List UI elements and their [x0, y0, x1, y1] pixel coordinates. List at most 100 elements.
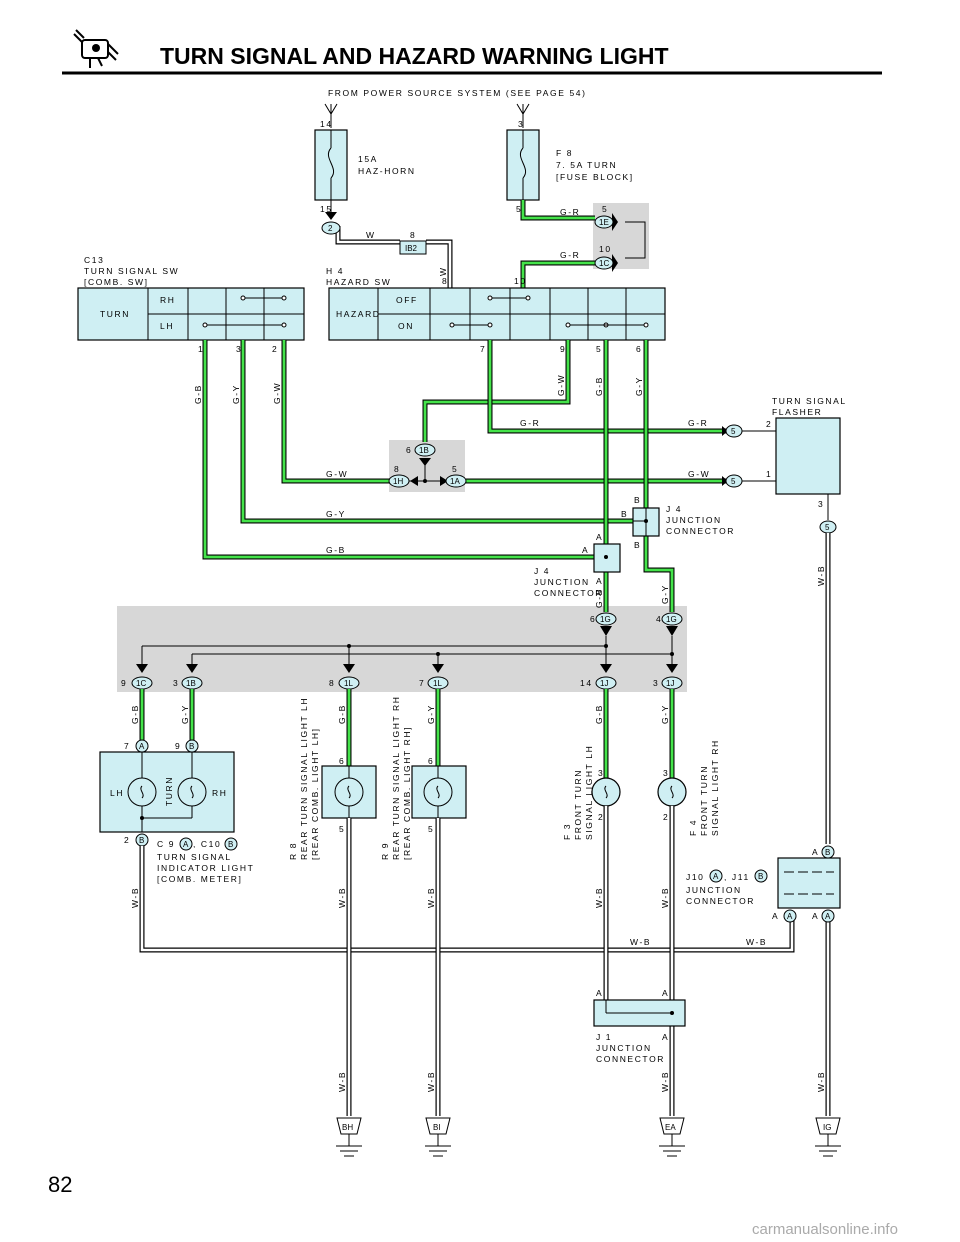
svg-text:[COMB. SW]: [COMB. SW] — [84, 277, 149, 287]
svg-text:FRONT TURN: FRONT TURN — [699, 765, 709, 836]
svg-text:ON: ON — [398, 321, 414, 331]
wire-g-b-turn: G-B G-B — [193, 340, 605, 560]
svg-text:W-B: W-B — [426, 887, 436, 908]
svg-text:CONNECTOR: CONNECTOR — [666, 526, 735, 536]
svg-text:2: 2 — [598, 812, 604, 822]
svg-text:8: 8 — [394, 464, 400, 474]
page-title: TURN SIGNAL AND HAZARD WARNING LIGHT — [160, 43, 669, 69]
connector-1l-b: 1L 7 — [419, 676, 449, 690]
svg-text:1: 1 — [766, 469, 772, 479]
svg-text:1H: 1H — [393, 477, 403, 486]
svg-text:B: B — [228, 840, 233, 849]
connector-1e: 1E 5 — [594, 204, 618, 231]
svg-text:7: 7 — [124, 741, 130, 751]
svg-text:W-B: W-B — [426, 1071, 436, 1092]
svg-text:W-B: W-B — [337, 887, 347, 908]
svg-text:A: A — [812, 847, 819, 857]
svg-text:5: 5 — [596, 344, 602, 354]
svg-text:F 8: F 8 — [556, 148, 573, 158]
connector-1a: 1A 5 — [445, 464, 467, 488]
svg-text:2: 2 — [663, 812, 669, 822]
svg-text:[FUSE BLOCK]: [FUSE BLOCK] — [556, 172, 634, 182]
svg-text:6: 6 — [339, 756, 345, 766]
svg-text:INDICATOR LIGHT: INDICATOR LIGHT — [157, 863, 254, 873]
svg-text:9: 9 — [175, 741, 181, 751]
svg-text:W: W — [366, 230, 376, 240]
svg-text:W-B: W-B — [816, 565, 826, 586]
svg-text:B: B — [825, 848, 830, 857]
svg-text:5: 5 — [428, 824, 434, 834]
svg-text:8: 8 — [442, 276, 448, 286]
svg-text:W: W — [438, 266, 448, 276]
svg-text:[COMB. METER]: [COMB. METER] — [157, 874, 243, 884]
svg-text:B: B — [758, 872, 763, 881]
svg-text:CONNECTOR: CONNECTOR — [596, 1054, 665, 1064]
svg-text:G-Y: G-Y — [326, 509, 346, 519]
wire-g-r-fuse: G-R G-R — [520, 200, 646, 288]
svg-text:3: 3 — [818, 499, 824, 509]
svg-text:C13: C13 — [84, 255, 104, 265]
svg-text:A: A — [183, 840, 189, 849]
svg-text:JUNCTION: JUNCTION — [534, 577, 590, 587]
svg-text:A: A — [825, 912, 831, 921]
svg-text:, C10: , C10 — [193, 839, 221, 849]
svg-text:RH: RH — [212, 788, 227, 798]
svg-text:CONNECTOR: CONNECTOR — [534, 588, 603, 598]
svg-text:REAR TURN SIGNAL LIGHT LH: REAR TURN SIGNAL LIGHT LH — [299, 697, 309, 860]
wire-g-y-hazard: G-Y G-Y — [634, 340, 675, 612]
svg-text:3: 3 — [598, 768, 604, 778]
svg-text:2: 2 — [328, 224, 333, 233]
svg-text:G-B: G-B — [594, 376, 604, 396]
svg-text:A: A — [812, 911, 819, 921]
svg-text:TURN: TURN — [164, 776, 174, 806]
svg-text:G-Y: G-Y — [231, 384, 241, 404]
svg-text:7. 5A TURN: 7. 5A TURN — [556, 160, 617, 170]
fuse-haz-horn: 14 15 15A HAZ-HORN — [314, 119, 414, 214]
svg-text:15: 15 — [320, 204, 333, 214]
svg-text:1: 1 — [198, 344, 204, 354]
svg-text:A: A — [582, 545, 589, 555]
svg-text:REAR TURN SIGNAL LIGHT RH: REAR TURN SIGNAL LIGHT RH — [391, 695, 401, 860]
connector-1g-b: 1G 4 — [656, 612, 683, 636]
svg-text:1J: 1J — [666, 679, 674, 688]
svg-text:5: 5 — [825, 523, 830, 532]
svg-text:6: 6 — [590, 614, 596, 624]
connector-1c-bot: 1C 9 — [121, 676, 153, 690]
j4-lower: A A A J 4 JUNCTION CONNECTOR — [534, 532, 621, 598]
svg-text:IB2: IB2 — [405, 244, 418, 253]
svg-text:A: A — [596, 988, 603, 998]
svg-text:3: 3 — [653, 678, 659, 688]
svg-text:3: 3 — [518, 119, 524, 129]
svg-text:OFF: OFF — [396, 295, 418, 305]
svg-text:1C: 1C — [599, 259, 609, 268]
svg-text:JUNCTION: JUNCTION — [596, 1043, 652, 1053]
header-icon — [73, 29, 119, 68]
svg-text:, J11: , J11 — [724, 872, 750, 882]
svg-text:G-Y: G-Y — [634, 376, 644, 396]
svg-text:B: B — [139, 836, 144, 845]
svg-text:HAZARD SW: HAZARD SW — [326, 277, 391, 287]
connector-1h: 1H 8 — [388, 464, 448, 488]
svg-text:3: 3 — [663, 768, 669, 778]
svg-text:LH: LH — [110, 788, 124, 798]
svg-text:JUNCTION: JUNCTION — [686, 885, 742, 895]
svg-text:3: 3 — [173, 678, 179, 688]
svg-text:9: 9 — [121, 678, 127, 688]
svg-text:10: 10 — [514, 276, 527, 286]
svg-text:B: B — [634, 540, 641, 550]
svg-text:G-R: G-R — [560, 207, 580, 217]
svg-text:6: 6 — [406, 445, 412, 455]
svg-text:J10: J10 — [686, 872, 705, 882]
page-number: 82 — [48, 1172, 72, 1197]
svg-text:W-B: W-B — [660, 1071, 670, 1092]
svg-text:A: A — [787, 912, 793, 921]
svg-text:8: 8 — [329, 678, 335, 688]
svg-text:G-W: G-W — [688, 469, 710, 479]
wires-to-lamps: G-B G-Y G-B G-Y G-B G-Y — [130, 689, 675, 778]
svg-text:BH: BH — [342, 1123, 353, 1132]
svg-text:G-W: G-W — [326, 469, 348, 479]
svg-text:A: A — [662, 988, 669, 998]
svg-text:EA: EA — [665, 1123, 676, 1132]
svg-text:[REAR COMB. LIGHT LH]: [REAR COMB. LIGHT LH] — [310, 727, 320, 860]
